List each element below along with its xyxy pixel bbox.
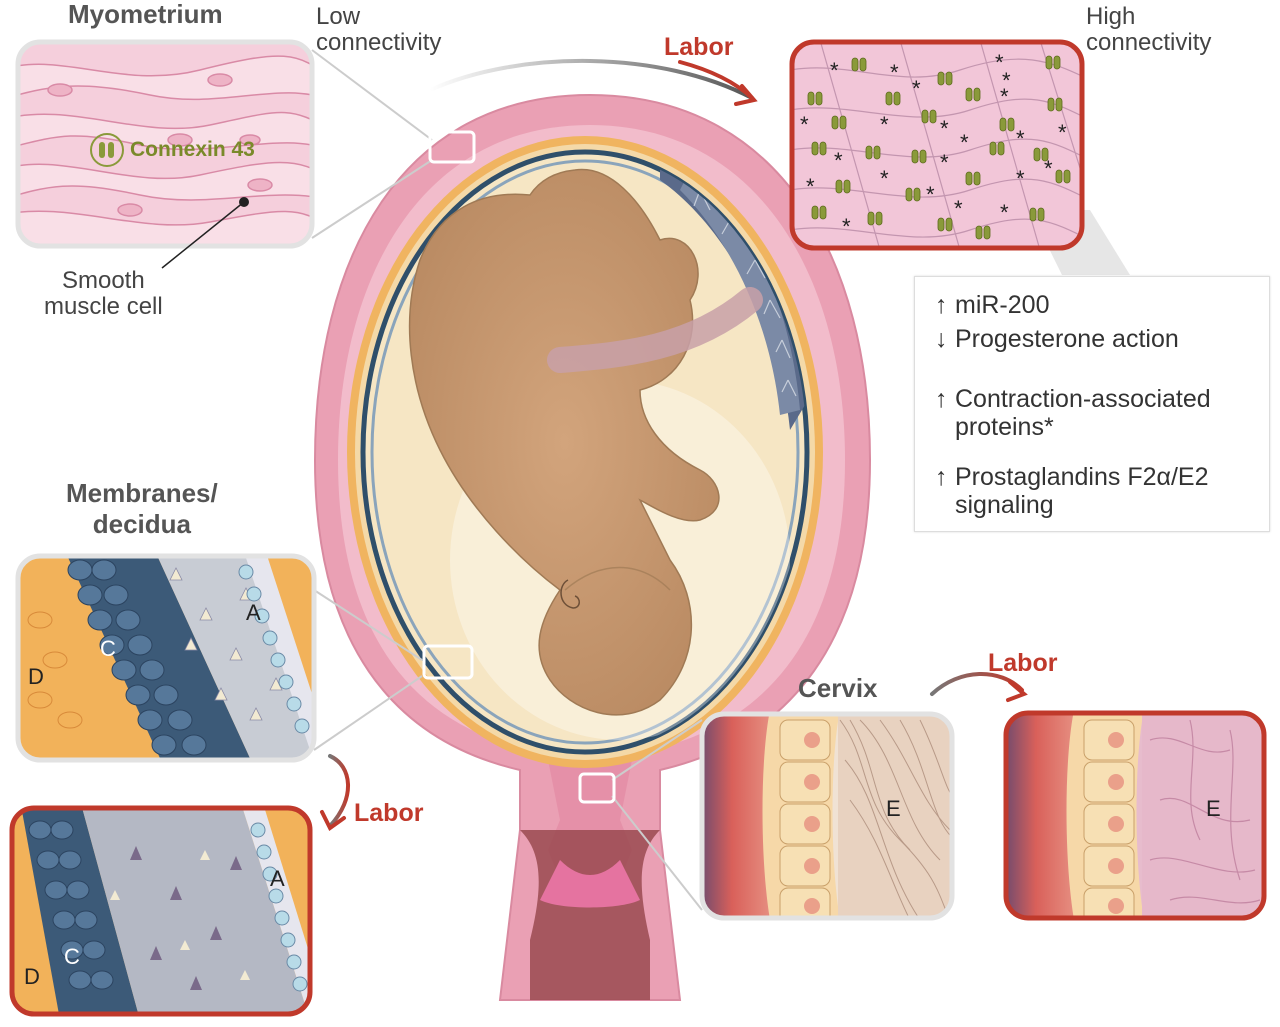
epithelium-letter: E <box>886 796 901 822</box>
labor-effects-box: ↑miR-200 ↓Progesterone action ↑Contracti… <box>914 276 1270 532</box>
svg-text:*: * <box>940 150 949 175</box>
up-arrow-icon: ↑ <box>935 291 955 319</box>
svg-text:*: * <box>1044 156 1053 181</box>
svg-text:*: * <box>880 112 889 137</box>
svg-text:*: * <box>1000 84 1009 109</box>
svg-text:*: * <box>954 196 963 221</box>
effect-contraction-proteins: ↑Contraction-associated proteins* <box>935 385 1211 441</box>
amnion-letter-labor: A <box>270 866 285 892</box>
svg-text:*: * <box>806 174 815 199</box>
decidua-letter: D <box>28 664 44 690</box>
svg-text:*: * <box>1058 120 1067 145</box>
amnion-letter: A <box>246 600 261 626</box>
effect-progesterone: ↓Progesterone action <box>935 325 1179 353</box>
membranes-panel-before <box>18 540 340 780</box>
svg-text:*: * <box>1000 200 1009 225</box>
cervix-panel-labor <box>1004 710 1266 928</box>
svg-text:*: * <box>1016 126 1025 151</box>
cervix-heading: Cervix <box>798 674 878 702</box>
membranes-panel-labor <box>12 800 330 1020</box>
low-connectivity-label: Low connectivity <box>316 4 441 56</box>
svg-text:*: * <box>1016 166 1025 191</box>
up-arrow-icon: ↑ <box>935 463 955 491</box>
labor-label-membranes: Labor <box>354 800 423 827</box>
epithelium-letter-labor: E <box>1206 796 1221 822</box>
svg-text:*: * <box>800 112 809 137</box>
svg-text:*: * <box>842 214 851 239</box>
up-arrow-icon: ↑ <box>935 385 955 413</box>
labor-label-myometrium: Labor <box>664 34 733 61</box>
svg-text:*: * <box>912 76 921 101</box>
membranes-heading: Membranes/ decidua <box>66 478 218 540</box>
high-connectivity-panel: *** *** *** *** *** *** *** * <box>790 40 1090 250</box>
svg-text:*: * <box>890 60 899 85</box>
myometrium-heading: Myometrium <box>68 0 223 28</box>
effect-mir200: ↑miR-200 <box>935 291 1049 319</box>
high-connectivity-label: High connectivity <box>1086 4 1211 56</box>
svg-text:*: * <box>834 148 843 173</box>
chorion-letter: C <box>100 636 116 662</box>
down-arrow-icon: ↓ <box>935 325 955 353</box>
smooth-muscle-label: Smooth muscle cell <box>44 268 163 320</box>
effect-prostaglandins: ↑Prostaglandins F2α/E2 signaling <box>935 463 1208 519</box>
chorion-letter-labor: C <box>64 944 80 970</box>
connexin-label: Connexin 43 <box>130 139 255 162</box>
svg-text:*: * <box>926 182 935 207</box>
cervix-panel-before <box>700 710 958 928</box>
labor-label-cervix: Labor <box>988 650 1057 677</box>
svg-text:*: * <box>960 130 969 155</box>
svg-text:*: * <box>880 166 889 191</box>
svg-text:*: * <box>830 58 839 83</box>
decidua-letter-labor: D <box>24 964 40 990</box>
svg-text:*: * <box>940 116 949 141</box>
